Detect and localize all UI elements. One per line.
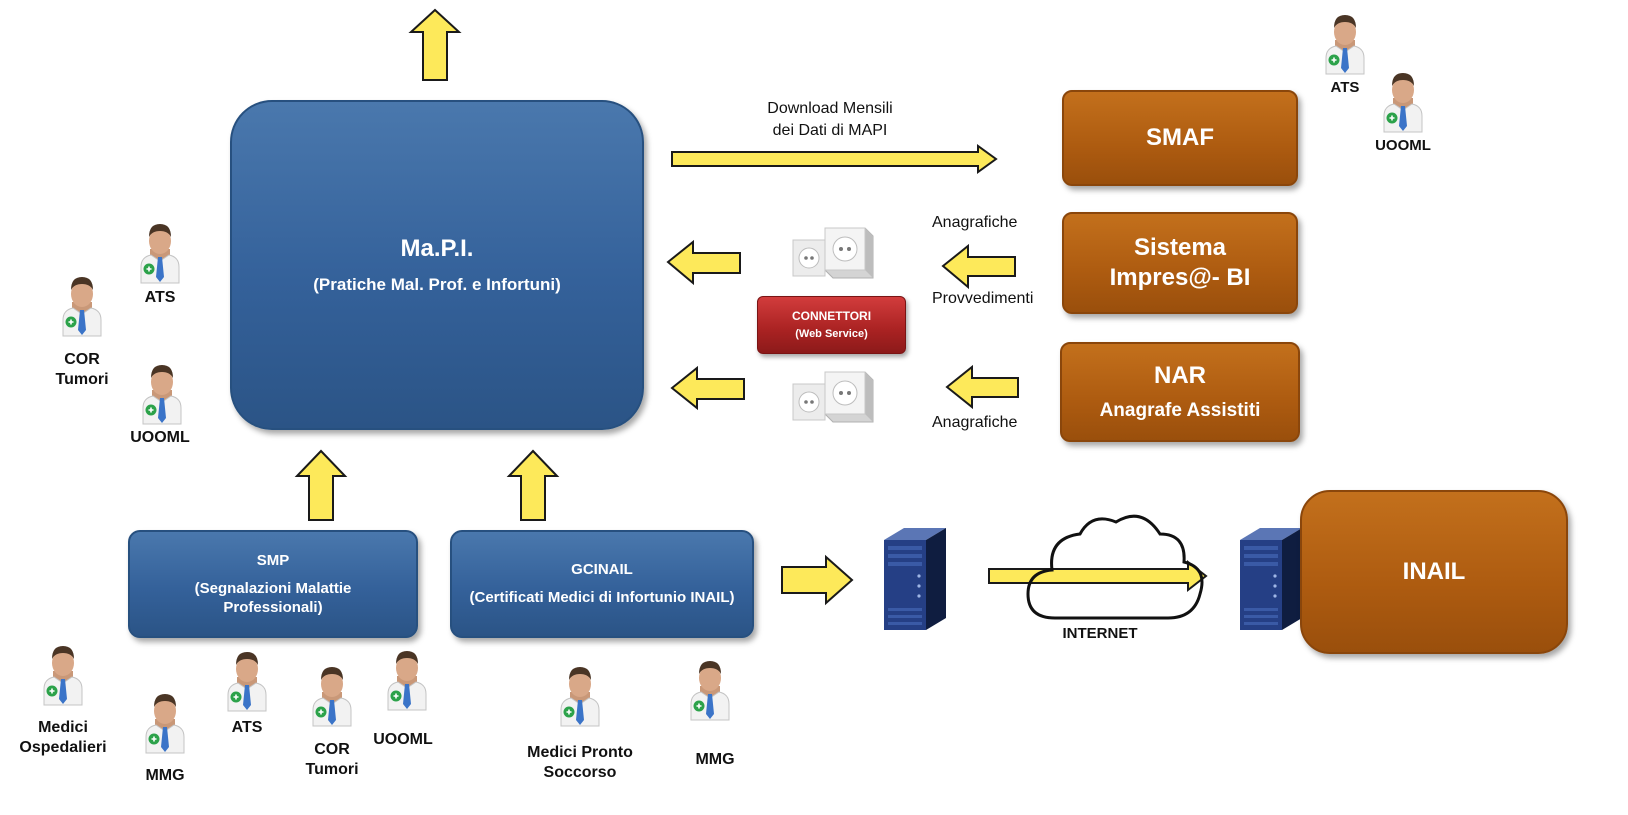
mapi-subtitle: (Pratiche Mal. Prof. e Infortuni) — [313, 275, 561, 294]
mapi-title: Ma.P.I. — [400, 235, 474, 262]
power-socket-icon — [792, 227, 874, 279]
smp-box: SMP (Segnalazioni Malattie Professionali… — [128, 530, 418, 638]
user-label-uooml-top: UOOML — [1375, 137, 1431, 154]
doctor-user-icon — [1383, 72, 1423, 133]
arrow-up-top — [408, 8, 462, 81]
user-label-ats-top: ATS — [1330, 79, 1360, 96]
user-label-ats-left: ATS — [144, 289, 176, 306]
doctor-user-icon — [62, 276, 102, 337]
arrow-internet — [988, 559, 1208, 593]
arrow-to-server — [781, 554, 854, 606]
smaf-title: SMAF — [1146, 124, 1214, 151]
doctor-user-icon — [1325, 14, 1365, 75]
smaf-box: SMAF — [1062, 90, 1298, 186]
arrow-download — [671, 144, 998, 174]
sistema-subtitle: Impres@- BI — [1109, 264, 1251, 291]
gcinail-box: GCINAIL (Certificati Medici di Infortuni… — [450, 530, 754, 638]
mapi-box: Ma.P.I. (Pratiche Mal. Prof. e Infortuni… — [230, 100, 644, 430]
doctor-user-icon — [690, 660, 730, 721]
gcinail-title: GCINAIL — [571, 561, 633, 578]
doctor-user-icon — [145, 693, 185, 754]
arrow-conn-to-mapi-top — [666, 239, 741, 286]
user-label-cor-bottom: COR Tumori — [305, 741, 359, 778]
user-label-uooml-bottom: UOOML — [373, 731, 433, 748]
nar-subtitle: Anagrafe Assistiti — [1099, 400, 1261, 421]
sistema-title: Sistema — [1133, 234, 1227, 261]
arrow-up-smp — [294, 449, 348, 521]
arrow-nar-to-conn — [945, 364, 1019, 410]
anagrafiche-top-label: Anagrafiche — [932, 214, 1018, 231]
connettori-title: CONNETTORI — [791, 309, 872, 323]
internet-label: INTERNET — [1062, 625, 1138, 642]
user-label-ats-bottom: ATS — [231, 719, 263, 736]
arrow-conn-to-mapi-bottom — [670, 365, 745, 411]
connettori-box: CONNETTORI (Web Service) — [757, 296, 906, 354]
user-label-cor-left: COR Tumori — [55, 351, 109, 388]
sistema-box: Sistema Impres@- BI — [1062, 212, 1298, 314]
smp-subtitle: (Segnalazioni Malattie Professionali) — [194, 579, 352, 616]
block-arrow-icon — [294, 8, 560, 521]
doctor-user-icon — [560, 666, 600, 727]
download-label: Download Mensili dei Dati di MAPI — [767, 100, 893, 139]
user-label-medici-ospedalieri: Medici Ospedalieri — [19, 719, 107, 756]
user-label-mmg-2: MMG — [695, 751, 735, 768]
user-label-mmg-1: MMG — [145, 767, 185, 784]
gcinail-subtitle: (Certificati Medici di Infortunio INAIL) — [469, 589, 735, 606]
user-label-uooml-left: UOOML — [130, 429, 190, 446]
server-icon — [1240, 528, 1302, 630]
cloud-icon — [1026, 514, 1204, 620]
doctor-user-icon — [140, 223, 180, 284]
doctor-user-icon — [387, 650, 427, 711]
connettori-subtitle: (Web Service) — [795, 328, 868, 340]
doctor-user-icon — [312, 666, 352, 727]
nar-title: NAR — [1154, 362, 1206, 389]
doctor-user-icon — [142, 364, 182, 425]
inail-title: INAIL — [1402, 558, 1466, 585]
server-icon — [884, 528, 946, 630]
anagrafiche-bottom-label: Anagrafiche — [932, 414, 1018, 431]
doctor-user-icon — [43, 645, 83, 706]
user-label-medici-ps: Medici Pronto Soccorso — [527, 744, 633, 781]
nar-box: NAR Anagrafe Assistiti — [1060, 342, 1300, 442]
power-socket-icon — [792, 371, 874, 423]
doctor-user-icon — [227, 651, 267, 712]
arrow-sistema-to-conn — [941, 243, 1016, 290]
arrow-up-gcinail — [506, 449, 560, 521]
provvedimenti-label: Provvedimenti — [932, 290, 1034, 307]
inail-box: INAIL — [1300, 490, 1568, 654]
smp-title: SMP — [256, 551, 290, 569]
